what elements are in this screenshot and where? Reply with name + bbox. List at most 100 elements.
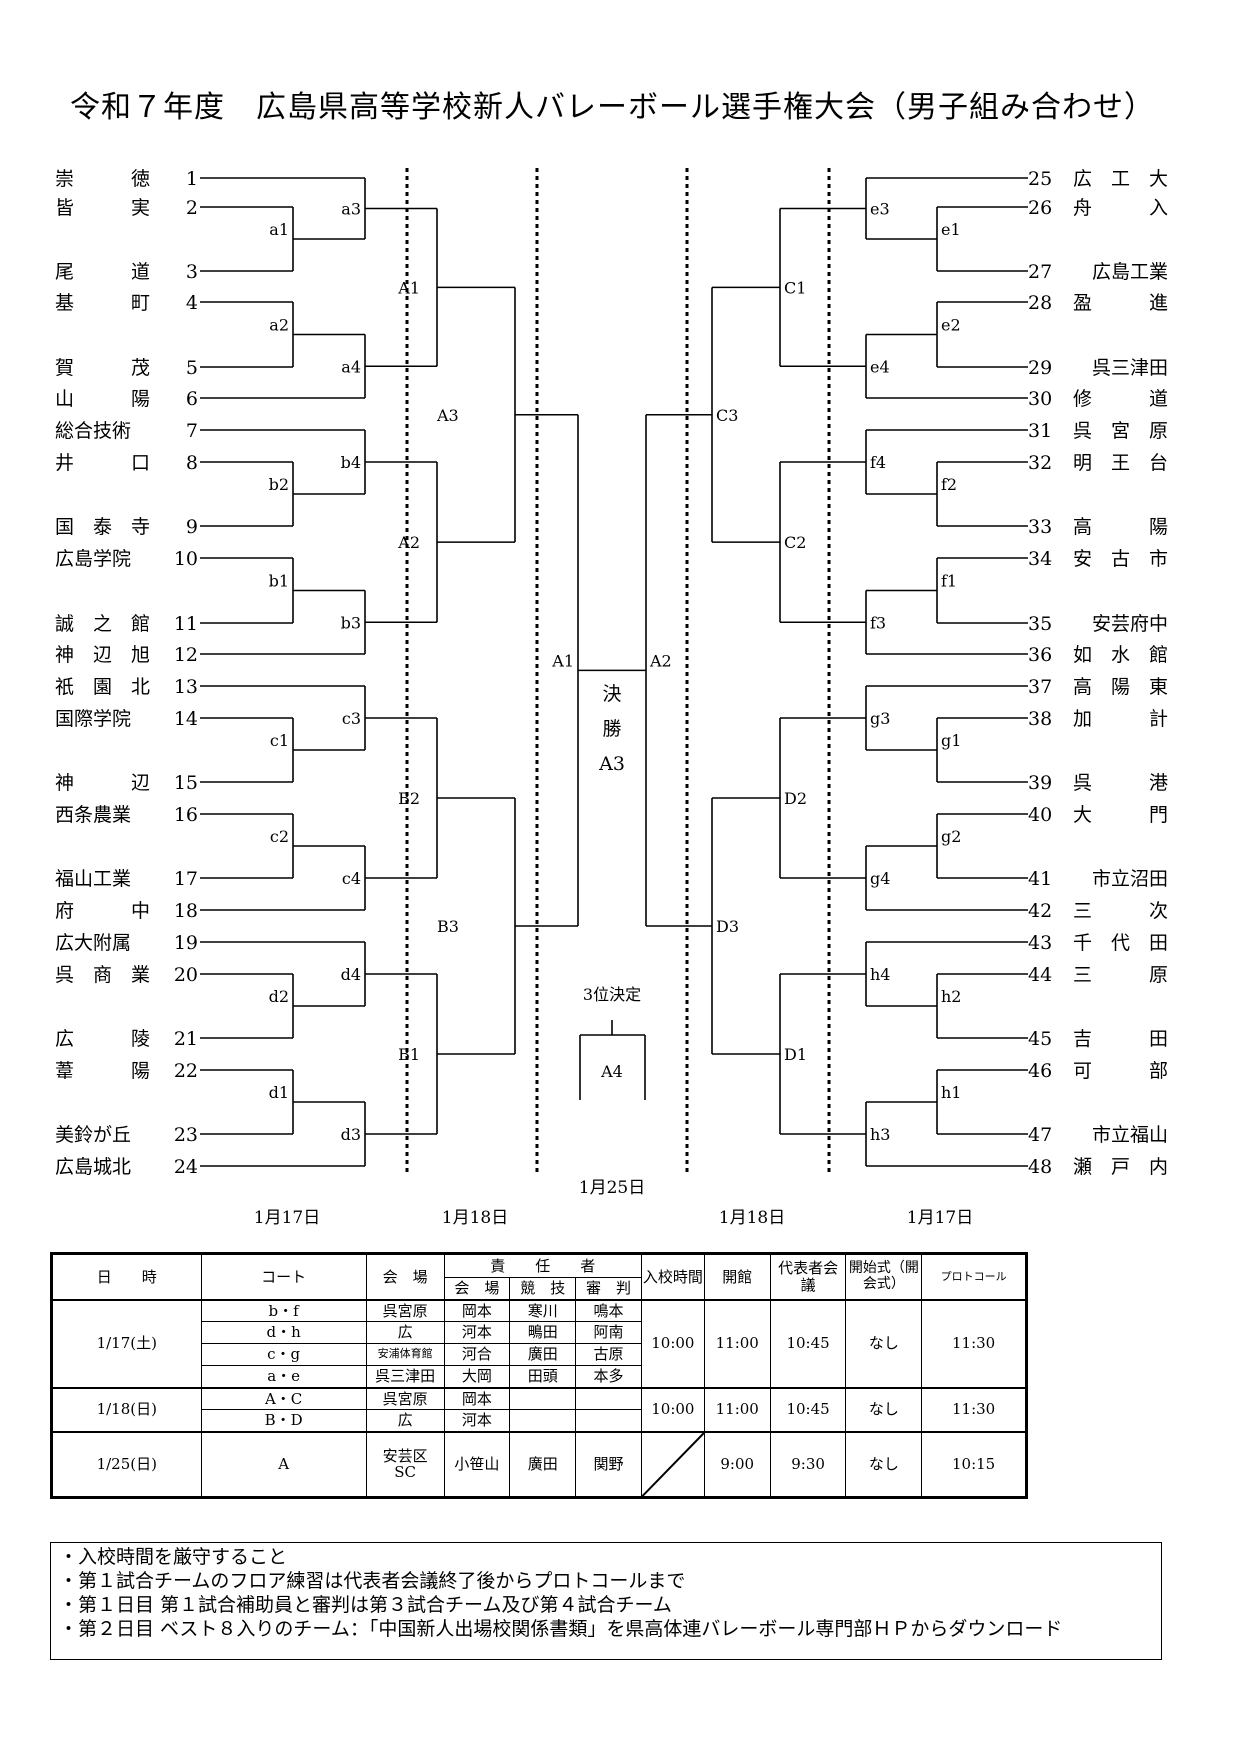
team-number-right: 34	[1028, 548, 1052, 570]
match-label: f2	[941, 475, 957, 494]
match-label: B2	[398, 789, 420, 808]
final-label: 勝	[602, 718, 621, 740]
team-name-left: 賀 茂	[55, 357, 150, 379]
header-ceremony: 開始式（開会式）	[845, 1253, 923, 1301]
team-name-right: 高 陽 東	[1073, 676, 1168, 698]
team-number-right: 42	[1028, 900, 1052, 922]
team-name-right: 加 計	[1073, 708, 1168, 730]
match-label: B1	[398, 1045, 420, 1064]
team-name-left: 府 中	[55, 900, 150, 922]
match-label: g4	[870, 869, 890, 888]
team-name-right: 大 門	[1073, 804, 1168, 826]
team-number-left: 7	[186, 420, 198, 442]
table-cell: 鳴本	[575, 1299, 642, 1322]
team-number-right: 44	[1028, 964, 1052, 986]
team-name-right: 盈 進	[1073, 292, 1168, 314]
team-name-left: 呉 商 業	[55, 964, 150, 986]
match-label: h4	[870, 965, 890, 984]
team-name-left: 誠 之 館	[55, 613, 150, 635]
team-number-right: 29	[1028, 357, 1052, 379]
match-label: a3	[341, 200, 361, 219]
team-number-right: 46	[1028, 1060, 1052, 1082]
team-name-right: 市立沼田	[1092, 868, 1168, 890]
table-cell	[509, 1387, 577, 1410]
team-name-left: 国際学院	[55, 708, 131, 730]
team-name-left: 広大附属	[55, 932, 131, 954]
team-name-left: 国 泰 寺	[55, 516, 150, 538]
notes-box: ・入校時間を厳守すること ・第１試合チームのフロア練習は代表者会議終了後からプロ…	[50, 1542, 1162, 1660]
header-court: コート	[200, 1253, 367, 1301]
match-label: f1	[941, 572, 957, 591]
day2-protocol: 11:30	[921, 1387, 1027, 1433]
team-number-right: 43	[1028, 932, 1052, 954]
team-name-left: 神 辺	[55, 772, 150, 794]
match-label: g1	[941, 731, 961, 750]
team-number-right: 25	[1028, 168, 1052, 190]
match-label: g3	[870, 709, 890, 728]
team-name-left: 広 陵	[55, 1028, 150, 1050]
table-cell: B・D	[200, 1409, 367, 1433]
team-number-left: 9	[186, 516, 198, 538]
date-label: 1月18日	[442, 1208, 508, 1228]
team-number-right: 31	[1028, 420, 1052, 442]
day2-ceremony: なし	[845, 1387, 923, 1433]
team-name-left: 神 辺 旭	[55, 644, 150, 666]
table-cell: 河本	[443, 1321, 511, 1344]
team-name-left: 総合技術	[55, 420, 131, 442]
day3-open: 9:00	[703, 1431, 771, 1498]
header-date: 日 時	[51, 1253, 202, 1301]
day3-resp-ref: 関野	[575, 1431, 642, 1498]
table-cell: 安浦体育館	[365, 1343, 445, 1366]
match-label: e1	[941, 220, 961, 239]
team-name-right: 明 王 台	[1073, 452, 1168, 474]
team-number-left: 3	[186, 261, 198, 283]
team-name-right: 安 古 市	[1073, 548, 1168, 570]
team-number-left: 17	[174, 868, 198, 890]
match-label: A2	[397, 533, 420, 552]
day3-court: A	[200, 1431, 367, 1498]
team-number-left: 15	[174, 772, 198, 794]
team-number-left: 1	[186, 168, 198, 190]
note-item: ・第１試合チームのフロア練習は代表者会議終了後からプロトコールまで	[59, 1570, 686, 1592]
team-name-left: 井 口	[55, 452, 150, 474]
table-cell: 本多	[575, 1365, 642, 1389]
team-number-right: 40	[1028, 804, 1052, 826]
match-label: h3	[870, 1125, 890, 1144]
team-name-left: 尾 道	[55, 261, 150, 283]
day3-venue: 安芸区SC	[365, 1431, 445, 1498]
match-label: A1	[397, 278, 420, 297]
day1-ceremony: なし	[845, 1299, 923, 1389]
team-name-left: 葦 陽	[55, 1060, 150, 1082]
match-label: b1	[269, 572, 289, 591]
match-label: D3	[716, 917, 739, 936]
table-cell	[575, 1387, 642, 1410]
team-number-right: 26	[1028, 197, 1052, 219]
day3-ceremony: なし	[845, 1431, 923, 1498]
team-name-right: 瀬 戸 内	[1073, 1156, 1168, 1178]
match-label: C1	[784, 278, 806, 297]
team-name-right: 広 工 大	[1073, 168, 1168, 190]
day3-date: 1/25(日)	[51, 1431, 202, 1498]
match-label: g2	[941, 827, 961, 846]
day2-entry: 10:00	[640, 1387, 705, 1433]
day1-open: 11:00	[703, 1299, 771, 1389]
match-label: c2	[270, 827, 289, 846]
table-cell: 廣田	[509, 1343, 577, 1366]
schedule-table: 日 時 コート 会 場 責 任 者 入校時間 開館 代表者会 議 開始式（開会式…	[50, 1252, 1028, 1499]
team-number-left: 8	[186, 452, 198, 474]
team-number-left: 19	[174, 932, 198, 954]
header-venue: 会 場	[365, 1253, 445, 1301]
date-label: 1月18日	[719, 1208, 785, 1228]
match-label: c4	[342, 869, 361, 888]
date-label: 1月17日	[254, 1208, 320, 1228]
table-cell: c・g	[200, 1343, 367, 1366]
day2-open: 11:00	[703, 1387, 771, 1433]
table-cell: 田頭	[509, 1365, 577, 1389]
table-cell: 広	[365, 1409, 445, 1433]
team-name-right: 呉三津田	[1092, 357, 1168, 379]
table-cell	[575, 1409, 642, 1433]
day3-protocol: 10:15	[921, 1431, 1027, 1498]
team-number-right: 36	[1028, 644, 1052, 666]
table-cell: 広	[365, 1321, 445, 1344]
match-label: f4	[870, 453, 886, 472]
